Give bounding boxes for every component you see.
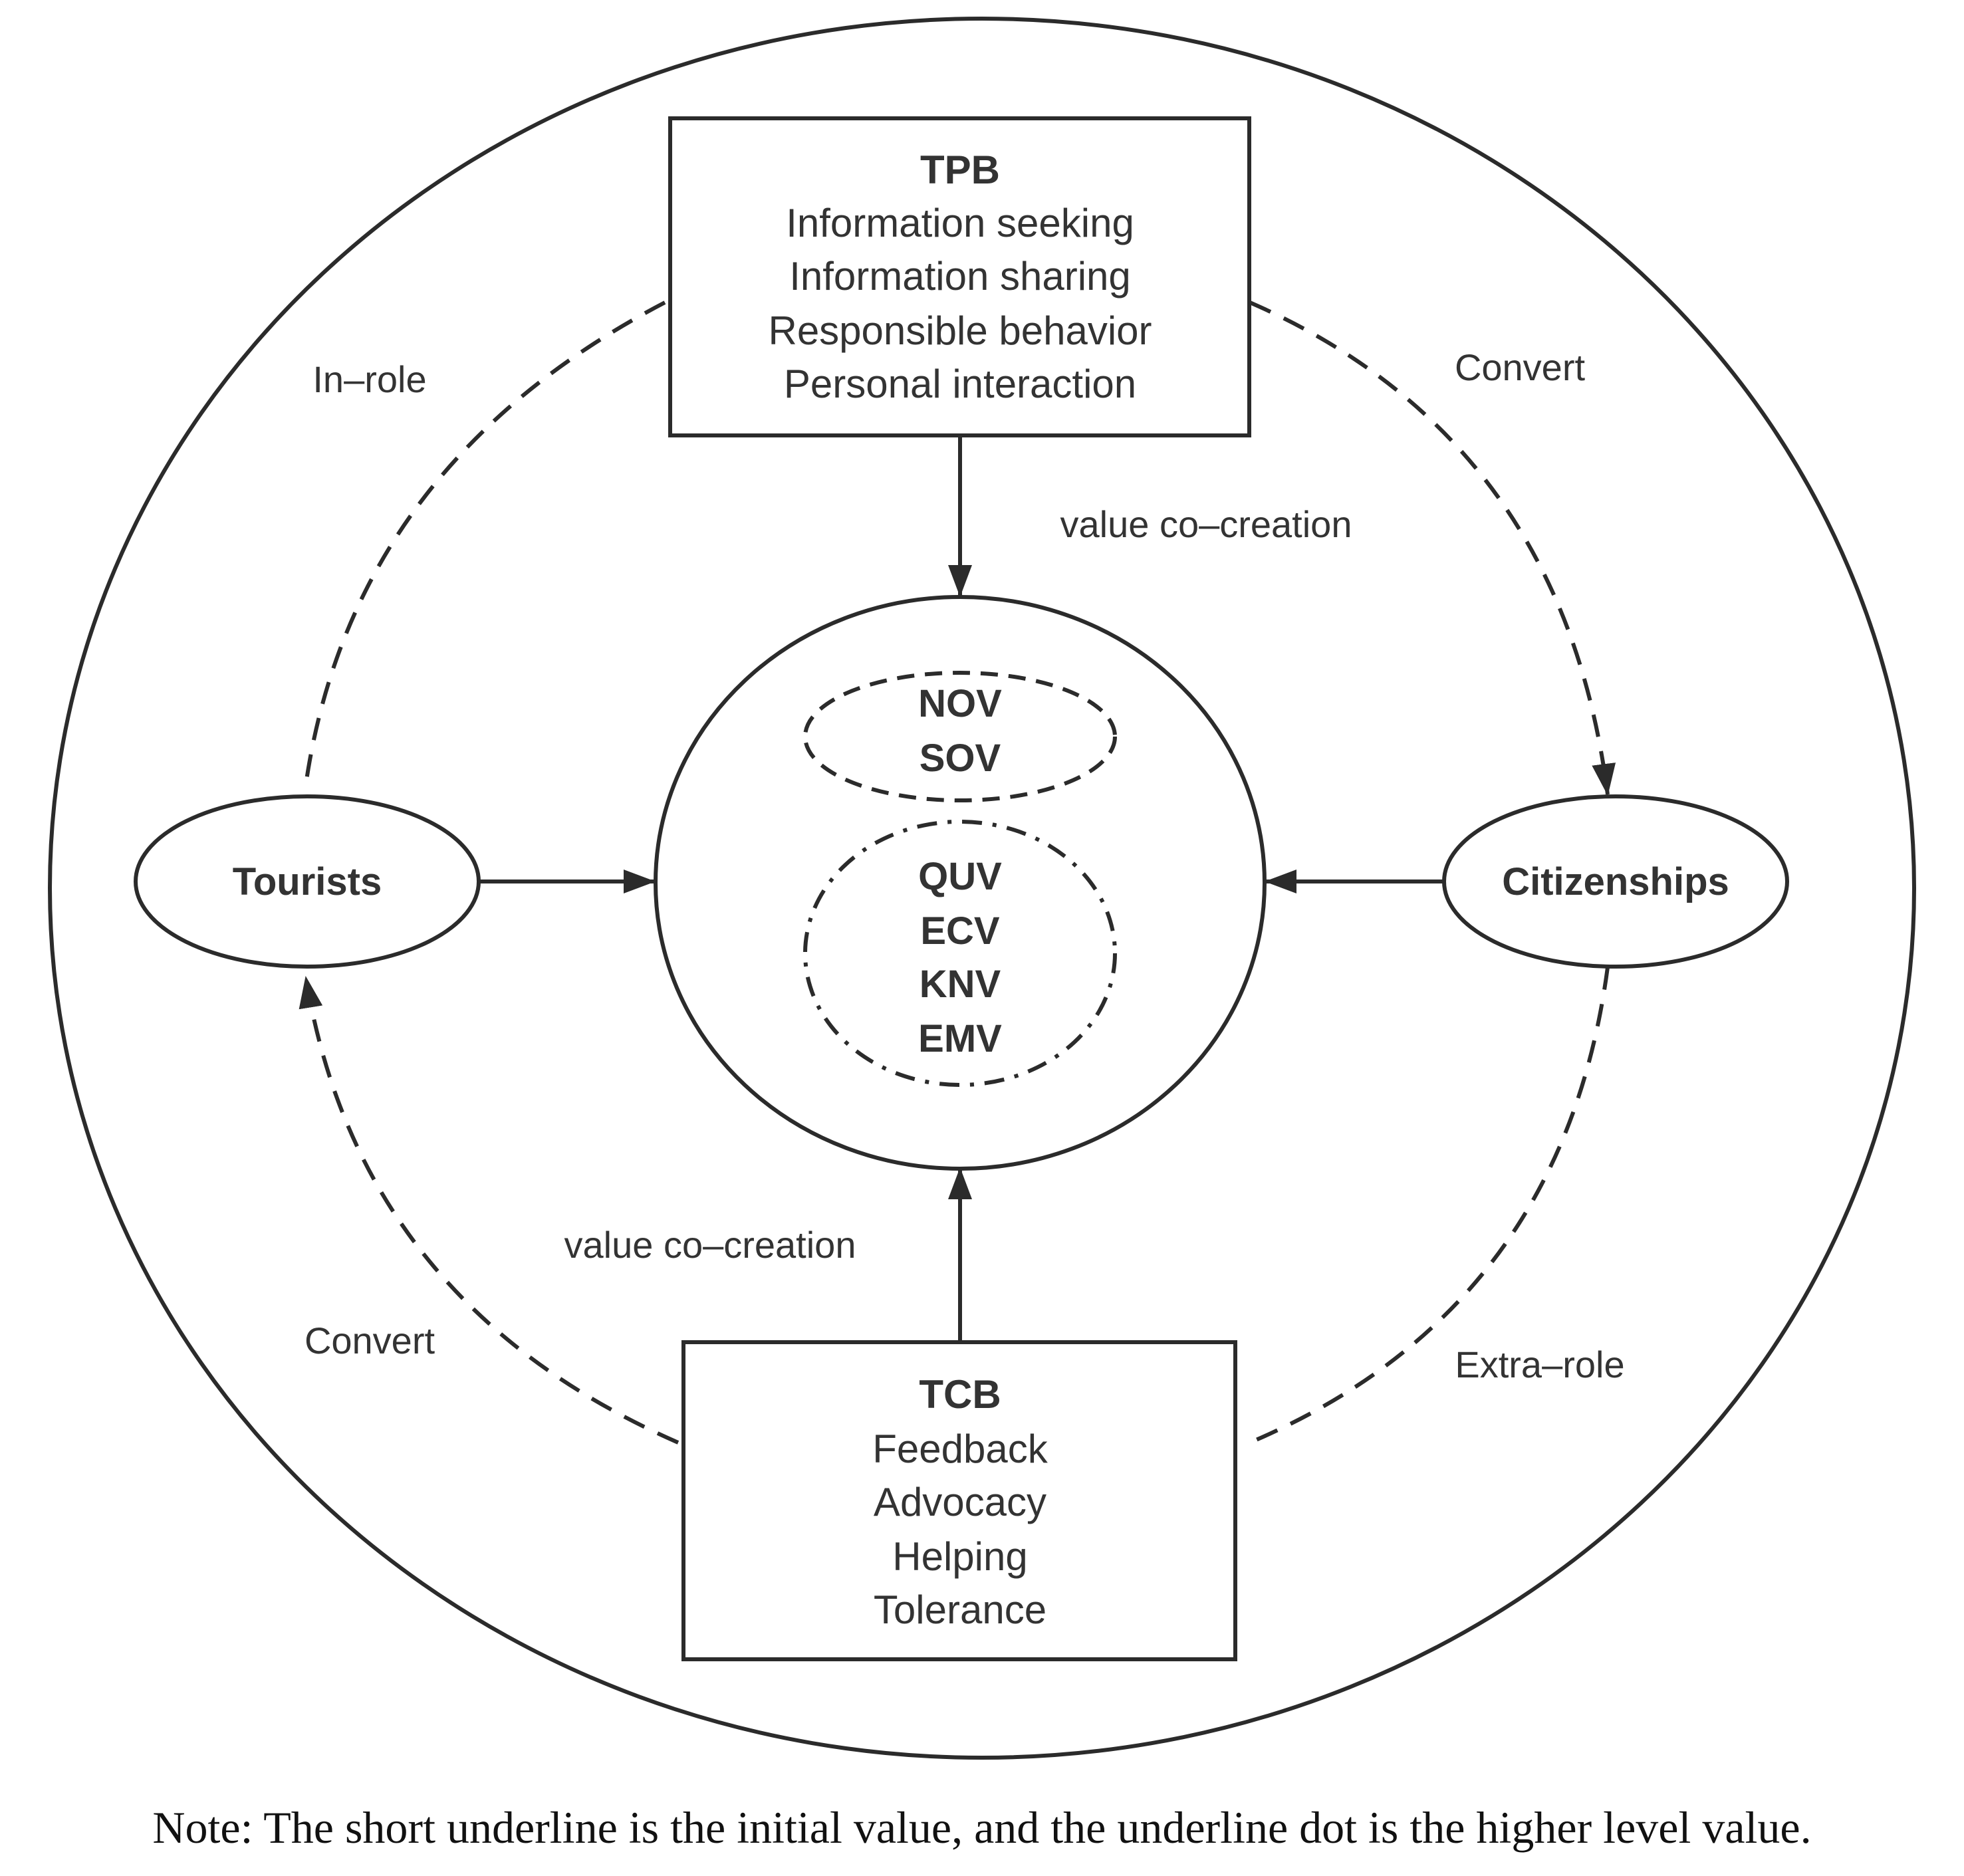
citizenships-label: Citizenships	[1502, 860, 1729, 903]
higher-value-label: ECV	[920, 909, 1000, 953]
figure-note: Note: The short underline is the initial…	[152, 1802, 1812, 1853]
convert-top-label: Convert	[1455, 346, 1586, 388]
initial-value-label: NOV	[918, 682, 1002, 725]
initial-value-label: SOV	[920, 737, 1001, 780]
higher-value-ellipse	[803, 820, 1117, 1087]
tpb-item: Information sharing	[789, 254, 1131, 298]
value-co-creation-top-label: value co–creation	[1060, 503, 1352, 545]
tourists-label: Tourists	[233, 860, 382, 903]
value-co-creation-bottom-label: value co–creation	[564, 1224, 856, 1266]
higher-value-label: QUV	[918, 855, 1002, 898]
tcb-item: Tolerance	[874, 1587, 1046, 1632]
tpb-title: TPB	[920, 148, 1000, 192]
in-role-arc	[304, 300, 666, 785]
tpb-item: Responsible behavior	[768, 308, 1152, 353]
convert-top-arc	[1249, 300, 1616, 796]
extra-role-label: Extra–role	[1455, 1344, 1624, 1385]
higher-value-label: KNV	[920, 963, 1001, 1006]
convert-bottom-label: Convert	[305, 1320, 435, 1361]
tcb-item: Advocacy	[874, 1480, 1046, 1524]
convert-bottom-arc	[299, 976, 679, 1445]
tcb-title: TCB	[919, 1372, 1001, 1417]
tpb-item: Personal interaction	[784, 362, 1136, 406]
tpb-item: Information seeking	[786, 201, 1134, 245]
tcb-item: Feedback	[872, 1427, 1048, 1471]
tpb-box: TPB Information seeking Information shar…	[668, 116, 1251, 437]
extra-role-arc	[1249, 967, 1610, 1445]
tcb-item: Helping	[892, 1534, 1027, 1579]
outer-circle	[48, 17, 1916, 1760]
initial-value-ellipse	[803, 671, 1117, 802]
tcb-box: TCB Feedback Advocacy Helping Tolerance	[681, 1340, 1237, 1661]
in-role-label: In–role	[312, 358, 426, 400]
higher-value-label: EMV	[918, 1017, 1002, 1060]
